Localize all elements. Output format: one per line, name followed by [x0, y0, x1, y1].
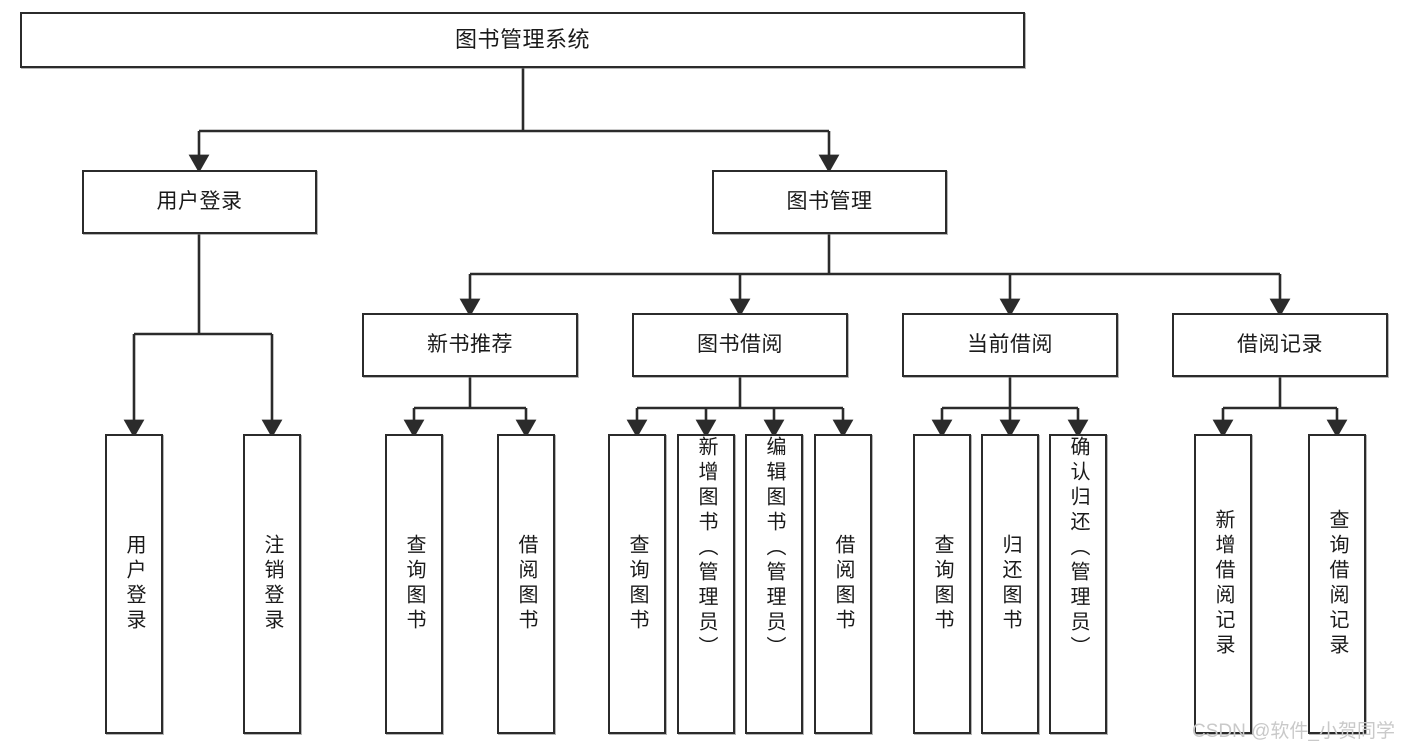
node-label: 图书管理 [786, 189, 873, 213]
node-leaf-query-borrow-record[interactable]: 查询借阅记录 [1308, 434, 1366, 734]
node-label: 查询借阅记录 [1326, 509, 1348, 659]
node-label: 用户登录 [156, 189, 243, 213]
node-label: 图书借阅 [697, 332, 783, 356]
node-label: 当前借阅 [967, 332, 1053, 356]
node-leaf-return-book[interactable]: 归还图书 [981, 434, 1039, 734]
node-leaf-add-borrow-record[interactable]: 新增借阅记录 [1194, 434, 1252, 734]
node-label: 借阅图书 [515, 534, 537, 634]
node-borrowing-record[interactable]: 借阅记录 [1172, 313, 1388, 377]
node-label: 新书推荐 [427, 332, 513, 356]
node-label: 查询图书 [626, 534, 648, 634]
node-label: 借阅图书 [832, 534, 854, 634]
node-label: 查询图书 [403, 534, 425, 634]
node-label: 查询图书 [931, 534, 953, 634]
node-leaf-query-book-new-rec[interactable]: 查询图书 [385, 434, 443, 734]
node-label: 编辑图书（管理员） [763, 436, 785, 661]
node-label: 确认归还（管理员） [1067, 436, 1089, 661]
node-book-borrowing[interactable]: 图书借阅 [632, 313, 848, 377]
node-label: 借阅记录 [1237, 332, 1323, 356]
node-label: 用户登录 [123, 534, 145, 634]
node-label: 归还图书 [999, 534, 1021, 634]
node-leaf-add-book-admin[interactable]: 新增图书（管理员） [677, 434, 735, 734]
node-leaf-user-login[interactable]: 用户登录 [105, 434, 163, 734]
node-label: 注销登录 [261, 534, 283, 634]
node-leaf-borrow-book-new-rec[interactable]: 借阅图书 [497, 434, 555, 734]
node-leaf-query-book-current[interactable]: 查询图书 [913, 434, 971, 734]
node-label: 图书管理系统 [454, 27, 590, 53]
node-leaf-query-book-borrowing[interactable]: 查询图书 [608, 434, 666, 734]
node-new-book-recommendation[interactable]: 新书推荐 [362, 313, 578, 377]
node-root-system[interactable]: 图书管理系统 [20, 12, 1025, 68]
node-leaf-confirm-return-admin[interactable]: 确认归还（管理员） [1049, 434, 1107, 734]
node-book-management[interactable]: 图书管理 [712, 170, 947, 234]
node-leaf-borrow-book-borrowing[interactable]: 借阅图书 [814, 434, 872, 734]
node-user-login[interactable]: 用户登录 [82, 170, 317, 234]
node-label: 新增图书（管理员） [695, 436, 717, 661]
node-current-borrowing[interactable]: 当前借阅 [902, 313, 1118, 377]
node-label: 新增借阅记录 [1212, 509, 1234, 659]
node-leaf-edit-book-admin[interactable]: 编辑图书（管理员） [745, 434, 803, 734]
node-leaf-logout-login[interactable]: 注销登录 [243, 434, 301, 734]
watermark-credit: CSDN @软件_小贺同学 [1192, 721, 1395, 742]
